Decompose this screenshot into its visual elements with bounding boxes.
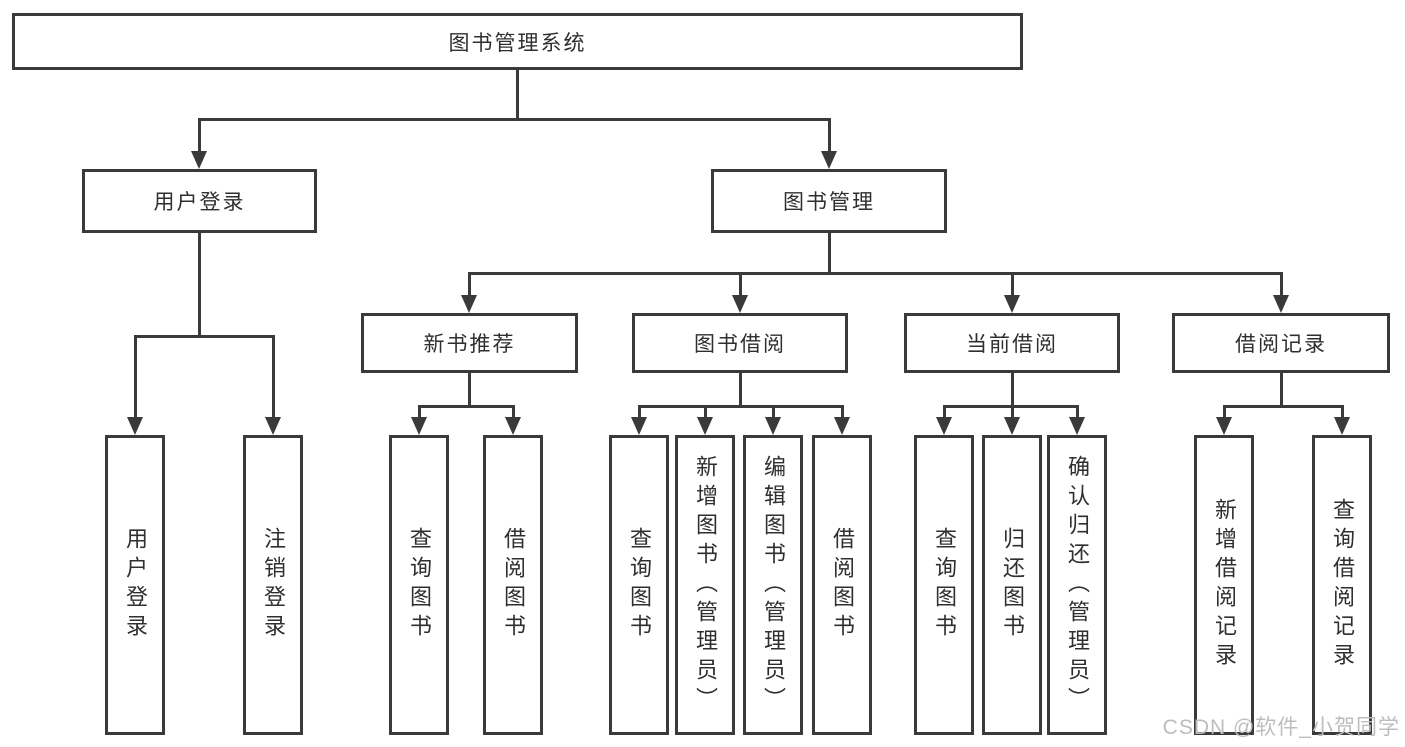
node-library-system-label: 图书管理系统	[448, 31, 587, 55]
connector-line	[841, 405, 844, 417]
connector-line	[134, 335, 137, 417]
down-arrowhead-icon	[697, 417, 713, 435]
connector-line	[516, 70, 519, 118]
connector-line	[704, 405, 707, 417]
down-arrowhead-icon	[127, 417, 143, 435]
node-current-borrow-label: 当前借阅	[966, 333, 1058, 356]
connector-line	[638, 405, 844, 408]
connector-line	[739, 373, 742, 405]
connector-line	[1341, 405, 1344, 417]
leaf-query-books-recommend: 查询图书	[389, 435, 449, 735]
down-arrowhead-icon	[631, 417, 647, 435]
leaf-user-login: 用户登录	[105, 435, 165, 735]
connector-line	[468, 272, 471, 295]
down-arrowhead-icon	[461, 295, 477, 313]
connector-line	[1280, 373, 1283, 405]
leaf-user-login-label: 用户登录	[123, 527, 148, 643]
node-book-borrow: 图书借阅	[632, 313, 848, 373]
leaf-borrow-books-label: 借阅图书	[830, 527, 855, 643]
leaf-edit-book-admin: 编辑图书（管理员）	[743, 435, 803, 735]
connector-line	[1223, 405, 1226, 417]
connector-line	[1011, 373, 1014, 405]
leaf-return-book-label: 归还图书	[1000, 527, 1025, 643]
leaf-query-borrow-record-label: 查询借阅记录	[1330, 498, 1355, 672]
down-arrowhead-icon	[505, 417, 521, 435]
connector-line	[418, 405, 515, 408]
leaf-borrow-books: 借阅图书	[812, 435, 872, 735]
connector-line	[1011, 405, 1014, 417]
connector-line	[943, 405, 946, 417]
leaf-query-borrow-record: 查询借阅记录	[1312, 435, 1372, 735]
down-arrowhead-icon	[834, 417, 850, 435]
connector-line	[418, 405, 421, 417]
connector-line	[772, 405, 775, 417]
leaf-add-book-admin-label: 新增图书（管理员）	[693, 454, 718, 716]
node-book-borrow-label: 图书借阅	[694, 333, 786, 356]
node-library-system: 图书管理系统	[12, 13, 1023, 70]
connector-line	[1011, 272, 1014, 295]
down-arrowhead-icon	[732, 295, 748, 313]
leaf-query-books-current: 查询图书	[914, 435, 974, 735]
node-new-book-recommend-label: 新书推荐	[423, 333, 516, 356]
down-arrowhead-icon	[191, 151, 207, 169]
leaf-add-book-admin: 新增图书（管理员）	[675, 435, 735, 735]
down-arrowhead-icon	[1004, 417, 1020, 435]
down-arrowhead-icon	[1069, 417, 1085, 435]
connector-line	[272, 335, 275, 417]
connector-line	[1280, 272, 1283, 295]
leaf-query-books-recommend-label: 查询图书	[407, 527, 432, 643]
csdn-watermark: CSDN @软件_小贺同学	[1162, 716, 1400, 739]
down-arrowhead-icon	[765, 417, 781, 435]
leaf-add-borrow-record: 新增借阅记录	[1194, 435, 1254, 735]
leaf-edit-book-admin-label: 编辑图书（管理员）	[761, 454, 786, 716]
leaf-query-books-borrow-label: 查询图书	[627, 527, 652, 643]
leaf-return-book: 归还图书	[982, 435, 1042, 735]
connector-line	[468, 373, 471, 405]
node-book-management-label: 图书管理	[783, 191, 875, 214]
connector-line	[134, 335, 275, 338]
down-arrowhead-icon	[1004, 295, 1020, 313]
node-borrow-records: 借阅记录	[1172, 313, 1390, 373]
leaf-confirm-return-admin-label: 确认归还（管理员）	[1065, 454, 1090, 716]
down-arrowhead-icon	[411, 417, 427, 435]
node-user-login-label: 用户登录	[153, 191, 246, 214]
down-arrowhead-icon	[936, 417, 952, 435]
down-arrowhead-icon	[1216, 417, 1232, 435]
connector-line	[198, 233, 201, 335]
connector-line	[638, 405, 641, 417]
connector-line	[198, 118, 201, 151]
down-arrowhead-icon	[1334, 417, 1350, 435]
down-arrowhead-icon	[821, 151, 837, 169]
connector-line	[512, 405, 515, 417]
node-book-management: 图书管理	[711, 169, 947, 233]
leaf-borrow-books-recommend-label: 借阅图书	[501, 527, 526, 643]
connector-line	[468, 272, 1282, 275]
leaf-query-books-current-label: 查询图书	[932, 527, 957, 643]
connector-line	[828, 118, 831, 151]
node-borrow-records-label: 借阅记录	[1235, 333, 1327, 356]
leaf-add-borrow-record-label: 新增借阅记录	[1212, 498, 1237, 672]
leaf-logout: 注销登录	[243, 435, 303, 735]
node-new-book-recommend: 新书推荐	[361, 313, 578, 373]
connector-line	[1223, 405, 1343, 408]
node-current-borrow: 当前借阅	[904, 313, 1120, 373]
down-arrowhead-icon	[1273, 295, 1289, 313]
leaf-confirm-return-admin: 确认归还（管理员）	[1047, 435, 1107, 735]
connector-line	[739, 272, 742, 295]
node-user-login: 用户登录	[82, 169, 317, 233]
leaf-borrow-books-recommend: 借阅图书	[483, 435, 543, 735]
connector-line	[198, 118, 831, 121]
connector-line	[828, 233, 831, 272]
leaf-logout-label: 注销登录	[261, 527, 286, 643]
down-arrowhead-icon	[265, 417, 281, 435]
connector-line	[1076, 405, 1079, 417]
leaf-query-books-borrow: 查询图书	[609, 435, 669, 735]
